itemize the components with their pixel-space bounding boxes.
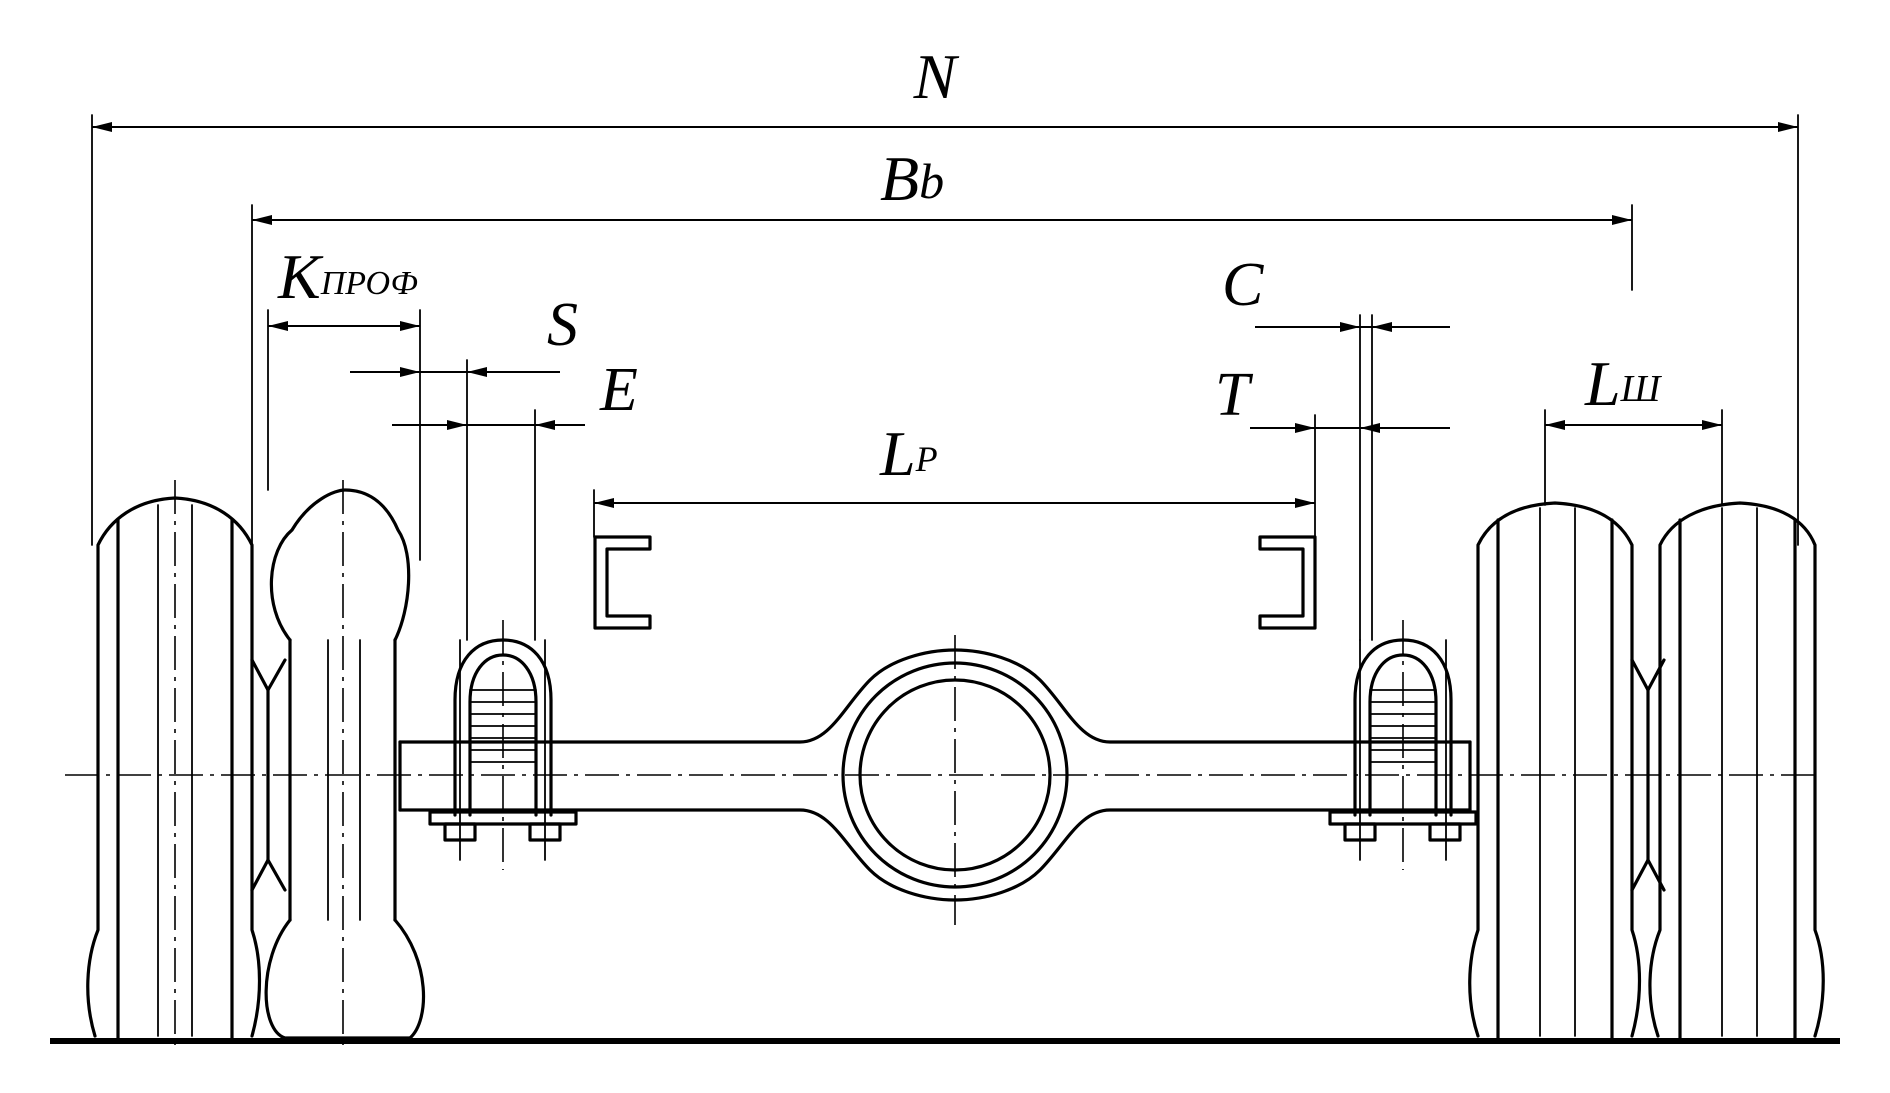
label-Bb-main: B <box>880 143 919 214</box>
left-dual-connector <box>250 658 270 892</box>
label-Lsh-sub: Ш <box>1620 368 1663 410</box>
label-Lsh: LШ <box>1584 348 1663 419</box>
right-frame-channel <box>1258 535 1317 630</box>
label-Kprof-sub: ПРОФ <box>320 265 418 302</box>
label-Lp-sub: P <box>915 439 938 479</box>
left-outer-tire <box>86 480 262 1045</box>
label-C: C <box>1222 251 1264 319</box>
left-inner-tire <box>264 480 426 1045</box>
left-leaf-spring <box>428 620 578 870</box>
extension-lines <box>91 114 1799 661</box>
label-Lp-main: L <box>879 418 916 489</box>
differential-housing <box>841 635 1069 925</box>
label-Bb-sub: b <box>919 153 944 209</box>
left-frame-channel <box>593 535 652 630</box>
right-outer-tire <box>1648 501 1825 1040</box>
label-N: N <box>913 41 960 112</box>
label-Lp: LP <box>879 418 938 489</box>
label-T: T <box>1215 361 1254 429</box>
right-leaf-spring <box>1328 620 1478 870</box>
label-S: S <box>547 291 578 359</box>
label-Kprof-main: K <box>277 241 324 312</box>
right-inner-tire <box>1468 501 1642 1040</box>
label-Lsh-main: L <box>1584 348 1621 419</box>
label-E: E <box>599 356 638 424</box>
label-Kprof: KПРОФ <box>277 241 418 312</box>
label-Bb: Bb <box>880 143 944 214</box>
right-dual-connector <box>1630 658 1650 892</box>
